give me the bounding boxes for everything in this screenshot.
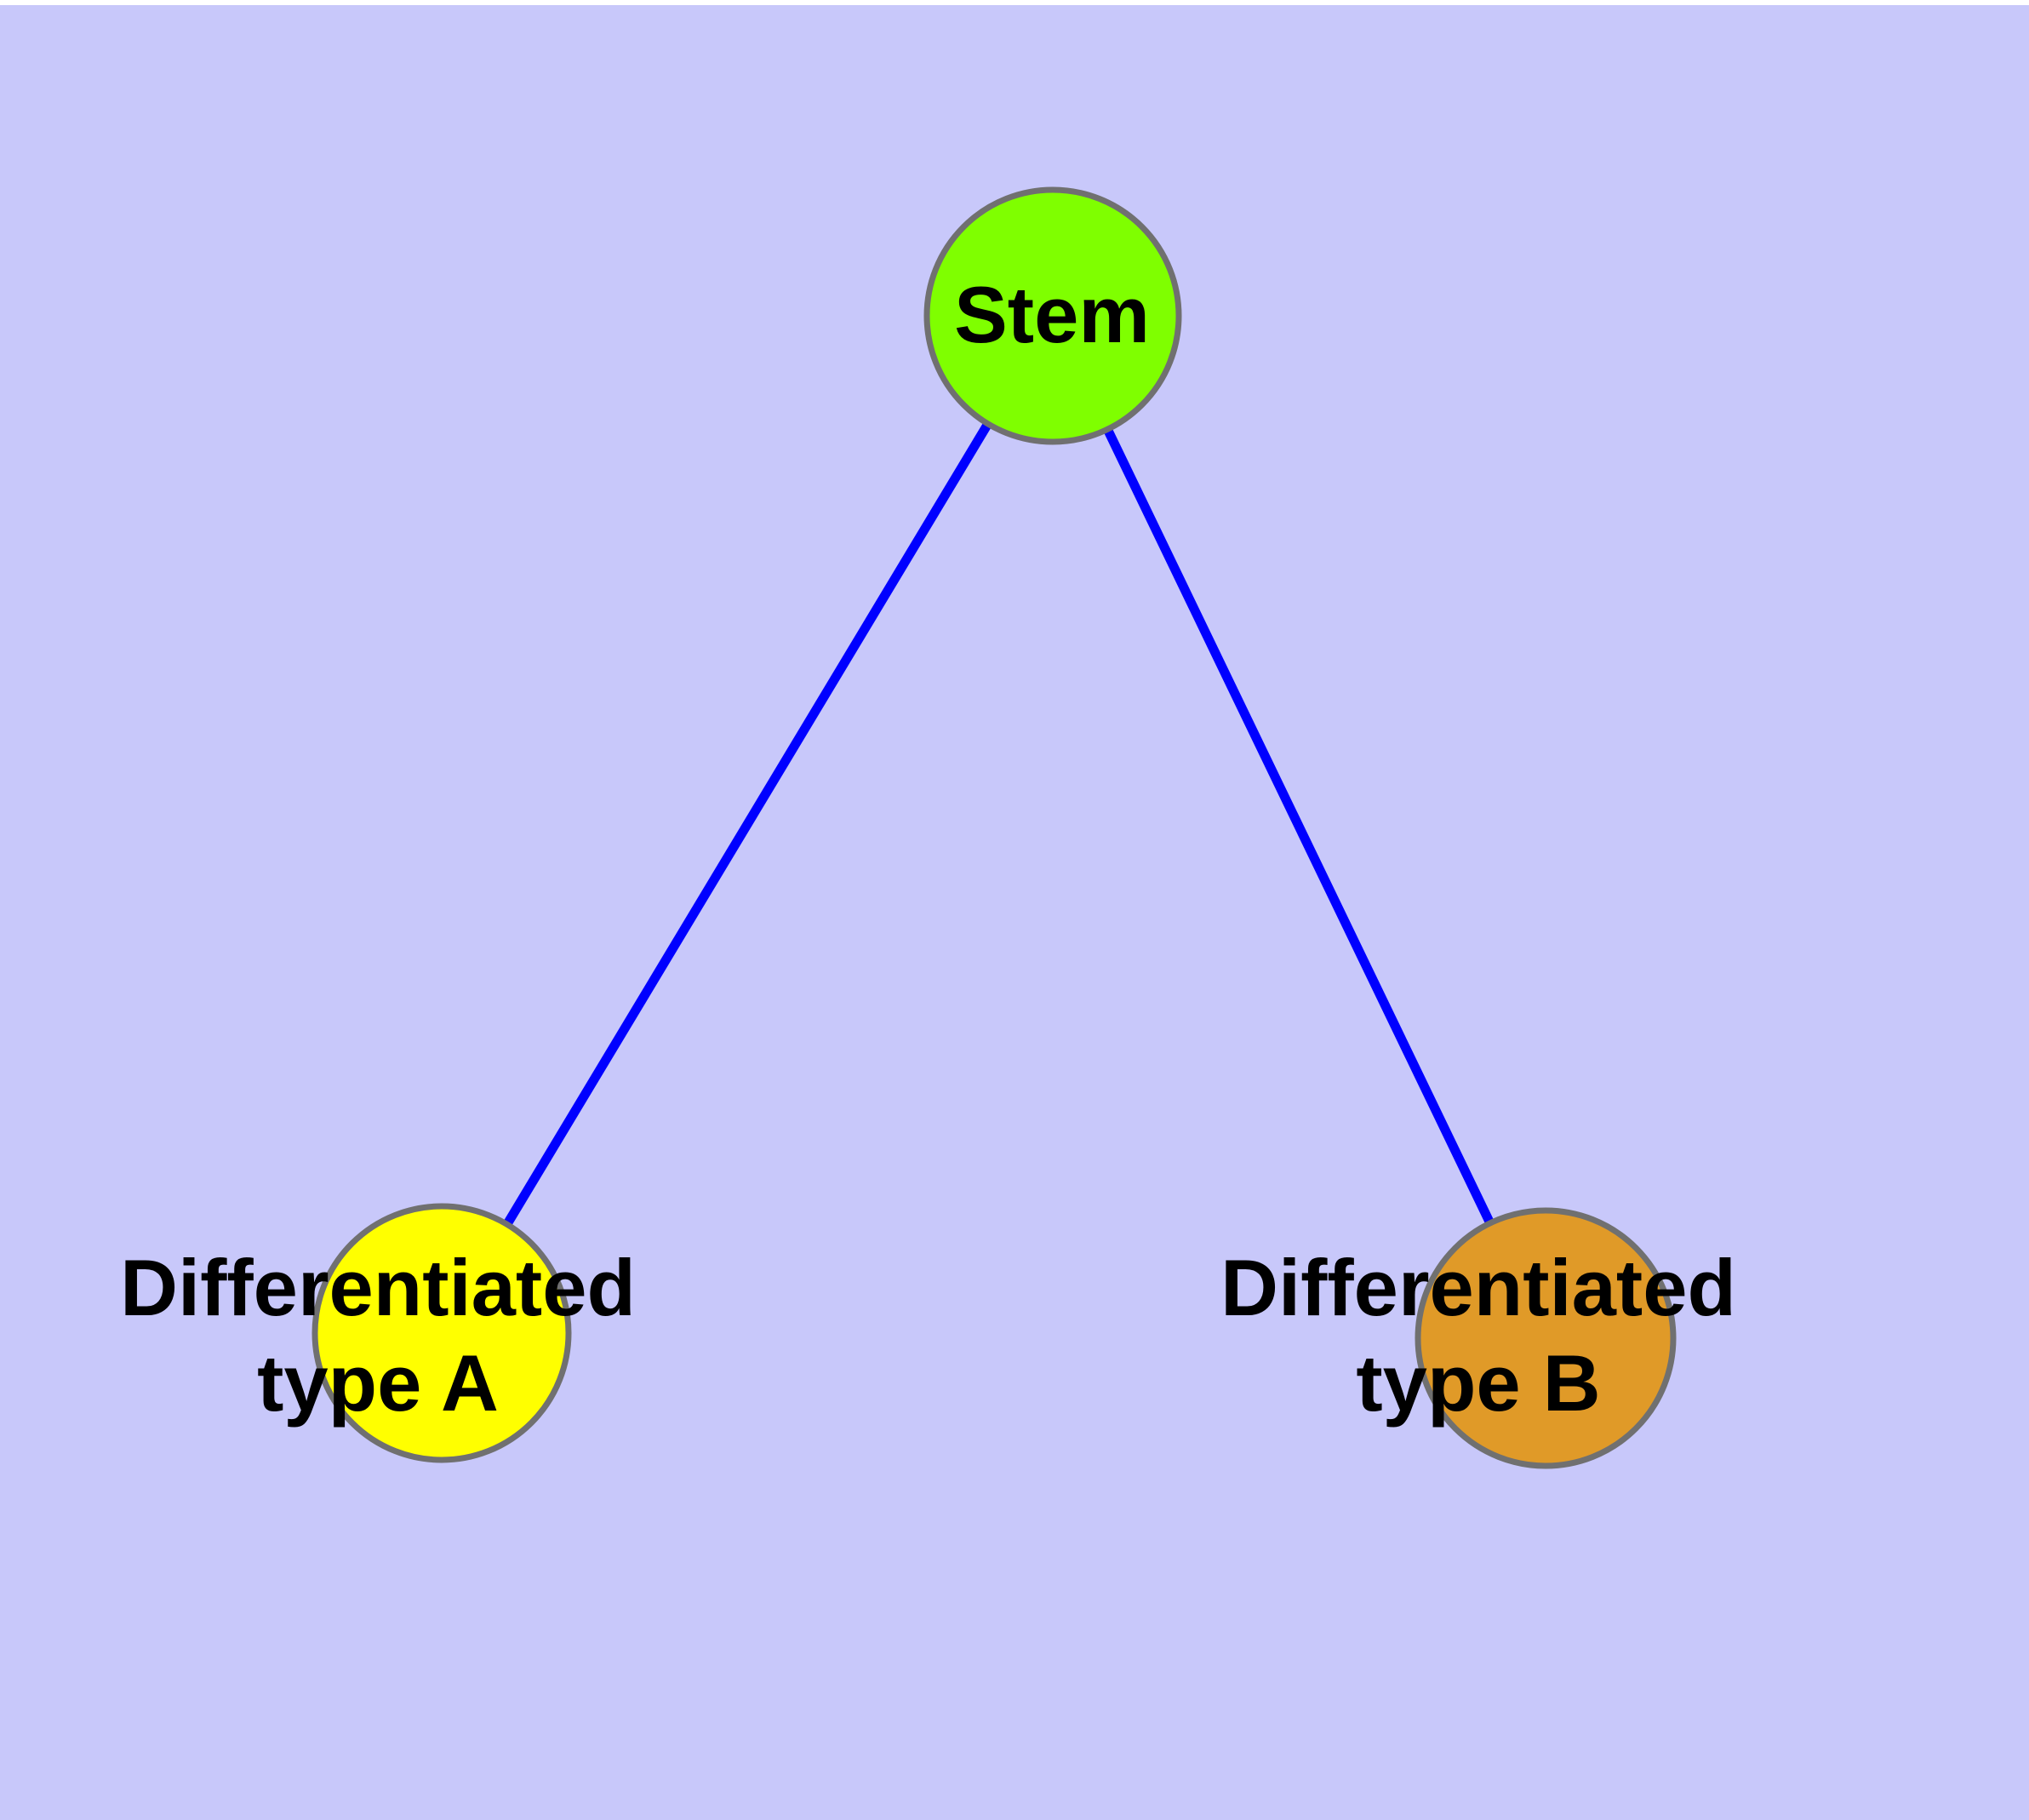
node-diff_b[interactable] (1415, 1207, 1677, 1469)
node-label-diff_b: type B (1356, 1338, 1600, 1428)
edges-layer (437, 313, 1550, 1341)
node-label-diff_b: Differentiated (1220, 1243, 1736, 1332)
node-stem[interactable] (923, 186, 1182, 445)
node-label-diff_a: type A (257, 1338, 499, 1428)
nodes-layer (311, 186, 1677, 1469)
node-label-stem: Stem (954, 270, 1150, 359)
node-diff_a[interactable] (311, 1203, 572, 1463)
edge-stem-diff-a (437, 313, 1057, 1336)
edge-stem-diff-b (1049, 313, 1550, 1341)
node-label-diff_a: Differentiated (120, 1243, 636, 1332)
